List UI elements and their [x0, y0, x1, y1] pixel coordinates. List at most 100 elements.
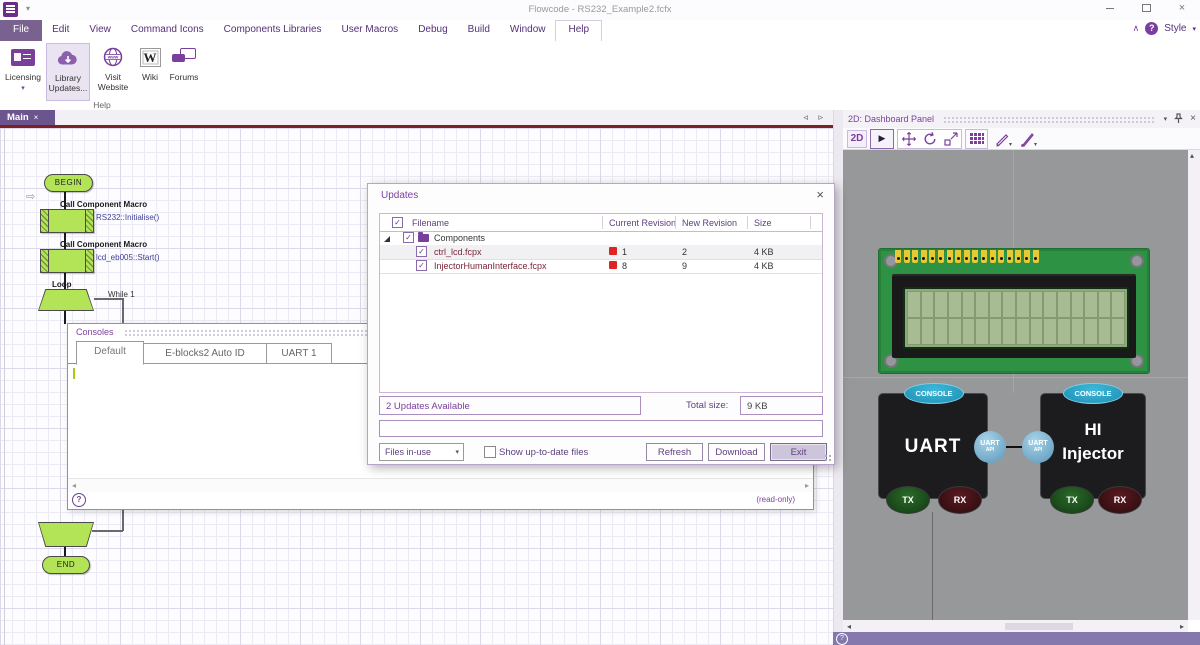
flow-connector [94, 298, 122, 300]
show-uptodate-label[interactable]: Show up-to-date files [499, 447, 589, 458]
refresh-button[interactable]: Refresh [646, 443, 703, 461]
col-filename[interactable]: Filename [412, 218, 450, 228]
console-horizontal-scrollbar[interactable]: ◂ ▸ [68, 478, 813, 492]
scroll-left-icon[interactable]: ◂ [847, 622, 852, 631]
grid-settings-button[interactable] [965, 128, 988, 149]
injector-api-port[interactable]: UART API [1022, 431, 1054, 463]
hi-injector-component[interactable]: HI Injector [1040, 393, 1146, 499]
download-button[interactable]: Download [708, 443, 765, 461]
quick-access-arrow-icon[interactable]: ▾ [26, 4, 31, 13]
scroll-right-icon[interactable]: ▸ [804, 481, 809, 490]
dialog-close-icon[interactable]: × [816, 187, 824, 202]
injector-rx-port[interactable]: RX [1098, 486, 1142, 514]
scale-icon [943, 131, 958, 146]
rotate-tool-button[interactable] [919, 130, 940, 148]
mode-2d-button[interactable]: 2D [847, 129, 867, 148]
expand-triangle-icon[interactable] [384, 236, 390, 242]
licensing-button[interactable]: Licensing ▾ [2, 43, 44, 99]
table-row-file[interactable]: ✓ InjectorHumanInterface.fcpx 8 9 4 KB [380, 259, 822, 274]
console-tab-default[interactable]: Default [76, 341, 144, 365]
lcd-component[interactable] [878, 248, 1150, 374]
tab-close-icon[interactable]: × [33, 113, 39, 122]
uart-component[interactable]: UART [878, 393, 988, 499]
licensing-dropdown-icon: ▾ [21, 84, 25, 92]
updates-table[interactable]: ✓ Filename Current Revision New Revision… [379, 213, 823, 393]
wiki-button[interactable]: W Wiki [136, 43, 164, 99]
injector-console-port[interactable]: CONSOLE [1063, 383, 1123, 404]
scroll-left-icon[interactable]: ◂ [72, 481, 77, 490]
row-checkbox[interactable]: ✓ [403, 232, 414, 243]
table-row-components[interactable]: ✓ Components [380, 231, 822, 246]
scale-tool-button[interactable] [940, 130, 961, 148]
flow-begin-node[interactable]: BEGIN [44, 174, 93, 192]
flow-loop-begin-node[interactable] [38, 289, 94, 311]
menu-build[interactable]: Build [467, 24, 490, 35]
header-checkbox[interactable]: ✓ [392, 217, 403, 228]
close-button[interactable]: × [1178, 2, 1186, 14]
paint-tool-button[interactable]: ▾ [1016, 130, 1038, 148]
menu-command-icons[interactable]: Command Icons [130, 24, 204, 35]
forums-button[interactable]: Forums [166, 43, 202, 99]
lcd-pin [998, 250, 1005, 263]
menu-help[interactable]: Help [555, 20, 603, 41]
flow-end-node[interactable]: END [42, 556, 90, 574]
lcd-cell [961, 291, 976, 318]
flow-call2-node[interactable] [40, 249, 94, 273]
menu-edit[interactable]: Edit [52, 24, 70, 35]
uart-rx-port[interactable]: RX [938, 486, 982, 514]
menu-file[interactable]: File [0, 20, 43, 41]
menu-user-macros[interactable]: User Macros [341, 24, 399, 35]
scroll-up-icon[interactable]: ▴ [1190, 151, 1195, 160]
tab-scroll-arrows[interactable]: ◃ ▹ [803, 112, 827, 122]
console-tab-eblocks2[interactable]: E-blocks2 Auto ID [142, 343, 268, 364]
col-size[interactable]: Size [754, 218, 772, 228]
tab-main[interactable]: Main× [0, 110, 55, 125]
status-help-icon[interactable]: ? [836, 633, 848, 645]
visit-website-label-line2: Website [97, 81, 129, 92]
pin-icon[interactable] [1174, 113, 1184, 124]
menu-view[interactable]: View [89, 24, 111, 35]
flow-loop-end-node[interactable] [38, 522, 94, 547]
uart-console-port[interactable]: CONSOLE [904, 383, 964, 404]
panel-dropdown-icon[interactable]: ▾ [1163, 115, 1168, 123]
library-updates-button[interactable]: Library Updates... [46, 43, 90, 101]
flow-call1-node[interactable] [40, 209, 94, 233]
row-checkbox[interactable]: ✓ [416, 260, 427, 271]
dashboard-drag-handle[interactable] [943, 116, 1156, 123]
menu-debug[interactable]: Debug [418, 24, 448, 35]
files-filter-dropdown[interactable]: Files in-use ▾ [379, 443, 464, 461]
uart-api-label: API [985, 447, 995, 453]
collapse-ribbon-icon[interactable]: ∧ [1132, 23, 1140, 33]
show-uptodate-checkbox[interactable] [484, 446, 496, 458]
scrollbar-thumb[interactable] [1005, 623, 1073, 630]
console-tab-uart1[interactable]: UART 1 [266, 343, 332, 364]
visit-website-button[interactable]: www Visit Website [92, 43, 134, 99]
menu-window[interactable]: Window [509, 24, 546, 35]
help-icon[interactable]: ? [1145, 22, 1159, 35]
move-tool-button[interactable] [898, 130, 919, 148]
lcd-cell [1070, 291, 1085, 318]
style-dropdown-icon[interactable]: ▾ [1192, 25, 1196, 33]
panel-close-icon[interactable]: × [1190, 113, 1196, 124]
col-new-revision[interactable]: New Revision [682, 218, 738, 228]
draw-tool-button[interactable]: ▾ [991, 130, 1013, 148]
style-menu[interactable]: Style [1164, 23, 1187, 34]
injector-tx-port[interactable]: TX [1050, 486, 1094, 514]
exit-button[interactable]: Exit [770, 443, 827, 461]
row-checkbox[interactable]: ✓ [416, 246, 427, 257]
restore-button[interactable] [1128, 0, 1164, 18]
forums-label: Forums [169, 72, 199, 82]
menu-components-libraries[interactable]: Components Libraries [223, 24, 322, 35]
uart-tx-port[interactable]: TX [886, 486, 930, 514]
scroll-right-icon[interactable]: ▸ [1179, 622, 1184, 631]
dashboard-canvas[interactable]: UART CONSOLE TX RX UART API HI Injector … [843, 150, 1188, 620]
table-row-file[interactable]: ✓ ctrl_lcd.fcpx 1 2 4 KB [380, 245, 822, 260]
console-help-icon[interactable]: ? [72, 493, 86, 507]
dashboard-vertical-scrollbar[interactable]: ▴ [1188, 150, 1200, 620]
uart-api-port[interactable]: UART API [974, 431, 1006, 463]
cursor-tool-button[interactable]: ▶ [870, 128, 894, 149]
minimize-button[interactable] [1092, 0, 1128, 18]
resize-grip[interactable] [824, 454, 832, 462]
col-current-revision[interactable]: Current Revision [609, 218, 677, 228]
dashboard-horizontal-scrollbar[interactable]: ◂ ▸ [843, 620, 1188, 633]
